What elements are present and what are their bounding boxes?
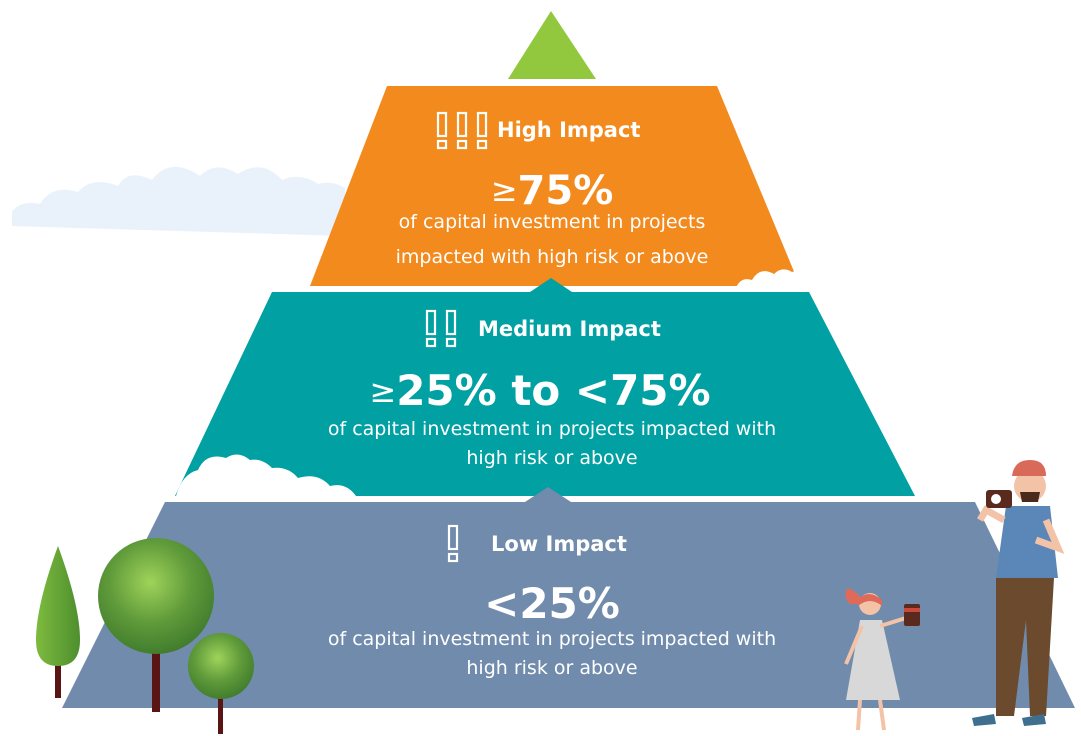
pyramid-apex bbox=[508, 11, 596, 79]
high-impact-threshold: ≥75% bbox=[440, 168, 664, 213]
low-impact-description-line1: of capital investment in projects impact… bbox=[327, 628, 777, 650]
cloud-icon bbox=[176, 454, 356, 496]
exclamation-icon bbox=[476, 111, 488, 150]
medium-impact-title: Medium Impact bbox=[478, 317, 661, 341]
medium-threshold-symbol: ≥ bbox=[369, 372, 397, 410]
medium-impact-description-line1: of capital investment in projects impact… bbox=[327, 418, 777, 440]
high-impact-title-row: High Impact bbox=[497, 114, 640, 146]
medium-threshold-value: 25% to <75% bbox=[396, 366, 711, 415]
exclamation-icon bbox=[436, 111, 448, 150]
exclamation-icon bbox=[445, 309, 457, 348]
low-impact-description-line2: high risk or above bbox=[466, 657, 638, 679]
medium-impact-threshold: ≥25% to <75% bbox=[290, 368, 790, 414]
high-impact-description-line1: of capital investment in projects bbox=[398, 211, 706, 233]
tier-high bbox=[310, 86, 800, 286]
low-impact-title: Low Impact bbox=[491, 532, 627, 556]
exclamation-icon bbox=[425, 309, 437, 348]
cloud-icon bbox=[12, 166, 345, 236]
high-threshold-value: 75% bbox=[517, 168, 614, 214]
tier-notch bbox=[525, 487, 571, 502]
low-impact-title-row: Low Impact bbox=[491, 528, 627, 560]
cloud-icon bbox=[735, 269, 803, 290]
medium-impact-title-row: Medium Impact bbox=[478, 313, 661, 345]
exclamation-icon bbox=[456, 111, 468, 150]
exclamation-icon bbox=[447, 524, 459, 563]
tier-notch bbox=[530, 278, 572, 292]
child-icon bbox=[844, 588, 920, 731]
tree-icon bbox=[98, 538, 214, 712]
tree-icon bbox=[36, 546, 80, 698]
low-impact-threshold: <25% bbox=[484, 579, 620, 628]
tree-icon bbox=[188, 633, 254, 734]
person-with-camera-icon bbox=[972, 460, 1065, 726]
high-impact-title: High Impact bbox=[497, 118, 641, 142]
medium-impact-description-line2: high risk or above bbox=[466, 447, 638, 469]
high-impact-description-line2: impacted with high risk or above bbox=[395, 246, 709, 268]
high-threshold-symbol: ≥ bbox=[490, 171, 518, 209]
tier-low bbox=[62, 502, 1075, 708]
tier-medium bbox=[175, 292, 915, 496]
